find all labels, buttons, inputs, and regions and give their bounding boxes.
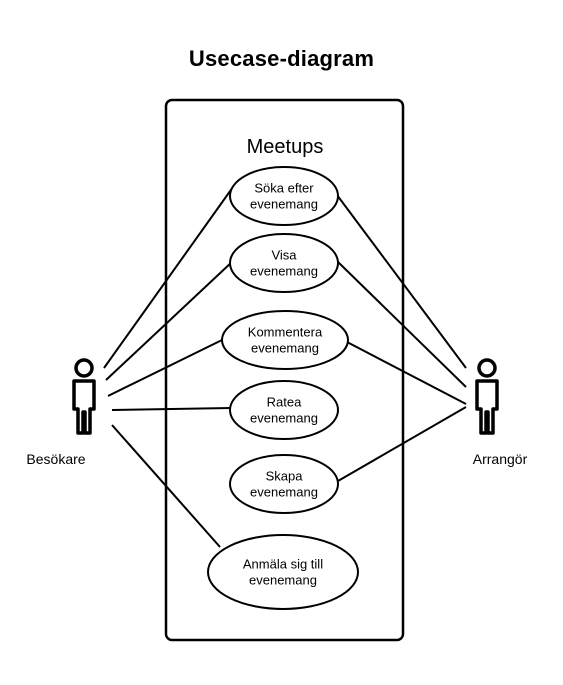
use-case-label: Kommentera — [248, 325, 323, 340]
use-case-label: Ratea — [267, 395, 302, 410]
use-case-label: evenemang — [250, 411, 318, 426]
association-line-arrangor-visa — [336, 260, 467, 388]
use-case-ellipse — [229, 380, 339, 440]
use-case-ellipse — [207, 534, 359, 610]
use-case-label: evenemang — [250, 264, 318, 279]
association-line-arrangor-soka — [336, 194, 467, 369]
association-line-besokare-visa — [105, 260, 234, 381]
system-name: Meetups — [247, 136, 324, 158]
association-line-arrangor-kommentera — [346, 341, 467, 405]
use-case-label: Söka efter — [254, 181, 314, 196]
actor-label: Arrangör — [473, 451, 528, 467]
association-line-besokare-ratea — [111, 407, 232, 411]
diagram-title: Usecase-diagram — [188, 46, 375, 71]
actor-arrangor: Arrangör — [473, 358, 528, 467]
use-case-label: evenemang — [250, 485, 318, 500]
use-cases: Söka efterevenemangVisaevenemangKommente… — [207, 166, 359, 610]
person-icon — [475, 358, 499, 435]
actor-label: Besökare — [26, 451, 85, 467]
use-case-label: Skapa — [266, 469, 304, 484]
system-boundary — [164, 98, 405, 642]
use-case-ellipse — [229, 233, 339, 293]
use-case-label: Anmäla sig till — [243, 557, 323, 572]
use-case-label: evenemang — [249, 573, 317, 588]
use-case-ellipse — [221, 310, 349, 370]
use-case-ellipse — [229, 454, 339, 514]
use-case-label: evenemang — [251, 341, 319, 356]
use-case-label: Visa — [271, 248, 297, 263]
actor-besokare: Besökare — [26, 358, 96, 467]
use-case-ellipse — [229, 166, 339, 226]
association-line-besokare-soka — [103, 186, 234, 369]
person-icon — [72, 358, 96, 435]
use-case-label: evenemang — [250, 197, 318, 212]
